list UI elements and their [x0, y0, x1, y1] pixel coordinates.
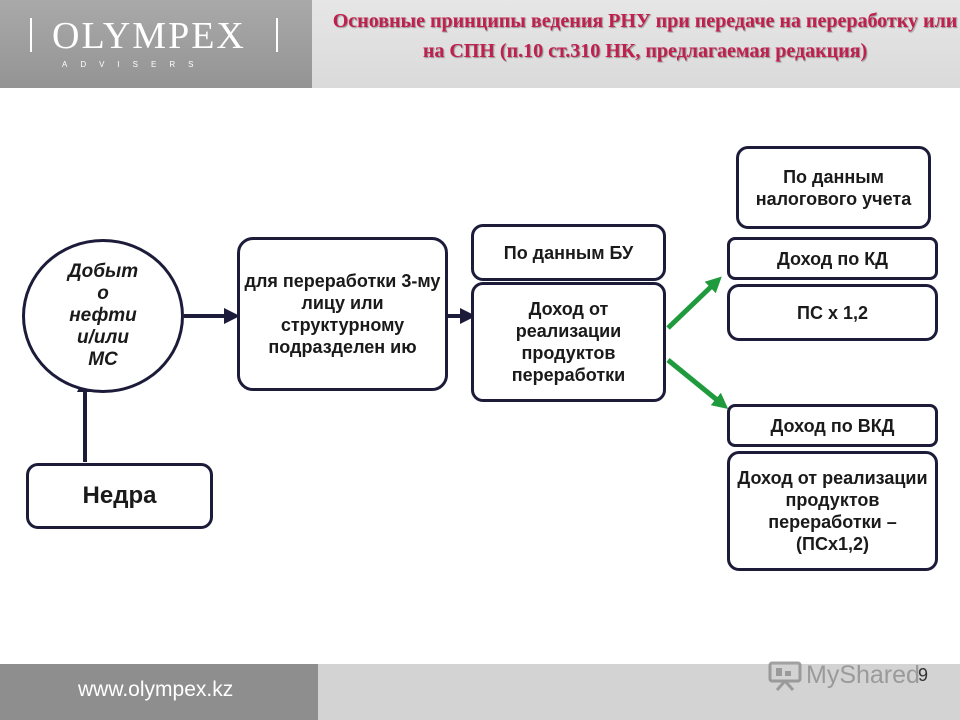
node-kd-formula: ПС х 1,2: [727, 284, 938, 341]
logo-text: OLYMPEX: [52, 15, 246, 57]
footer-url: www.olympex.kz: [78, 678, 234, 701]
node-vkd-formula: Доход от реализации продуктов переработк…: [727, 451, 938, 571]
arrow-bu-to-kd: [666, 276, 722, 330]
arrow-bu-to-vkd: [666, 358, 729, 410]
node-extraction: Добыт о нефти и/или МС: [22, 239, 184, 393]
node-vkd-income: Доход по ВКД: [727, 404, 938, 447]
node-kd-income: Доход по КД: [727, 237, 938, 280]
page-number: 9: [918, 665, 929, 685]
slide-title: Основные принципы ведения РНУ при переда…: [332, 10, 958, 62]
logo-panel: OLYMPEX ADVISERS: [0, 0, 312, 88]
presentation-board-icon: [768, 661, 802, 691]
node-transfer: для переработки 3-му лицу или структурно…: [237, 237, 448, 391]
watermark: MyShared: [768, 658, 920, 692]
logo-subtitle: ADVISERS: [62, 60, 207, 69]
node-tax-header: По данным налогового учета: [736, 146, 931, 229]
footer-left-panel: www.olympex.kz: [0, 664, 318, 720]
node-nedra: Недра: [26, 463, 213, 529]
node-bu-income: Доход от реализации продуктов переработк…: [471, 282, 666, 402]
logo-divider-right: [276, 18, 278, 52]
node-bu-header: По данным БУ: [471, 224, 666, 281]
logo-divider-left: [30, 18, 32, 52]
watermark-text: MyShared: [806, 660, 920, 689]
